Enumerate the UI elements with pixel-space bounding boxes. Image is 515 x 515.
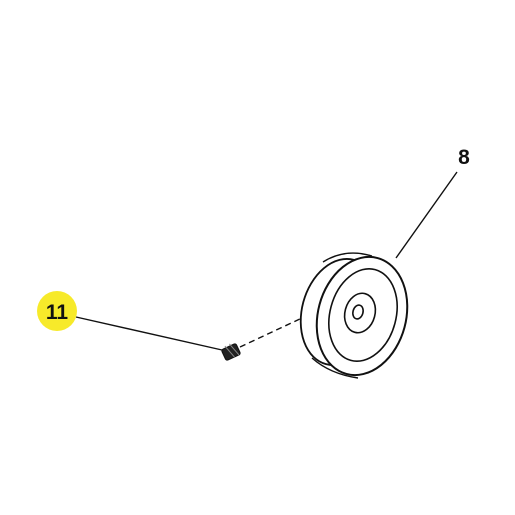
pulley-bore [352, 304, 364, 320]
callout-11-label: 11 [46, 301, 69, 324]
pulley-groove-top [322, 252, 373, 263]
callout-11-highlight[interactable] [37, 291, 77, 331]
callout-8-label: 8 [458, 146, 470, 169]
set-screw [221, 343, 241, 361]
leader-line-8 [395, 171, 458, 259]
pulley [299, 252, 409, 379]
leader-line-11 [75, 316, 223, 351]
assembly-dashed-line [239, 317, 303, 348]
pulley-groove-bottom [311, 357, 359, 379]
